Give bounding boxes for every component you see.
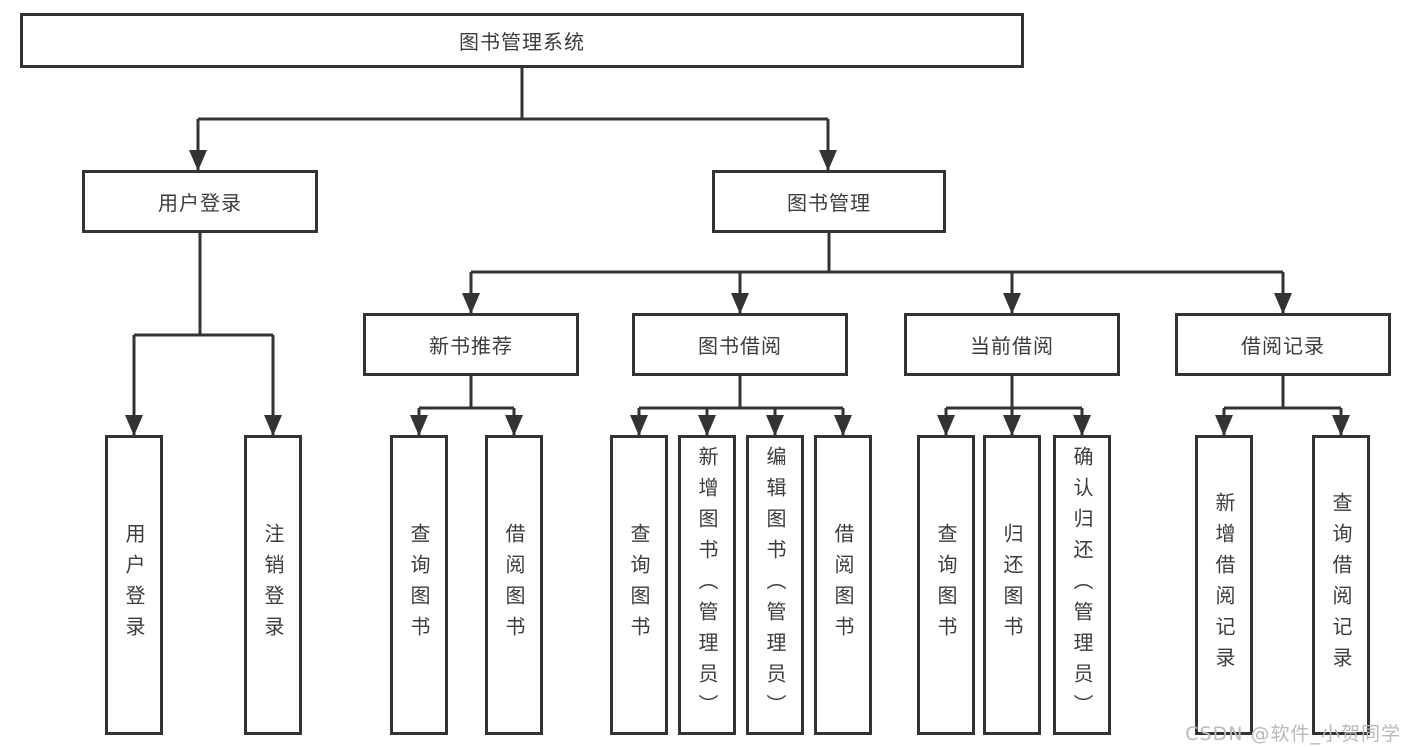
- leaf-logout: 注销登录: [244, 435, 302, 735]
- wire-management-split: [471, 233, 1283, 274]
- leaf-current-query: 查询图书: [917, 435, 975, 735]
- leaf-borrow-add-admin-label: 新增图书（管理员）: [695, 445, 719, 725]
- node-current-borrow: 当前借阅: [904, 313, 1120, 376]
- node-current-borrow-label: 当前借阅: [970, 334, 1054, 358]
- node-new-book-recommend: 新书推荐: [363, 313, 579, 376]
- leaf-user-login-label: 用户登录: [122, 523, 146, 647]
- leaf-newbook-query: 查询图书: [390, 435, 448, 735]
- leaf-borrow-add-admin: 新增图书（管理员）: [678, 435, 736, 735]
- wire-login-split: [134, 233, 273, 337]
- node-book-management-label: 图书管理: [787, 191, 871, 215]
- leaf-borrow-query: 查询图书: [610, 435, 668, 735]
- leaf-newbook-query-label: 查询图书: [407, 523, 431, 647]
- leaf-newbook-borrow: 借阅图书: [485, 435, 543, 735]
- node-user-login-branch: 用户登录: [82, 170, 318, 233]
- leaf-current-confirm-admin-label: 确认归还（管理员）: [1070, 445, 1094, 725]
- leaf-record-add-label: 新增借阅记录: [1212, 492, 1236, 678]
- node-user-login-branch-label: 用户登录: [158, 191, 242, 215]
- wire-root-split: [198, 68, 828, 121]
- leaf-logout-label: 注销登录: [261, 523, 285, 647]
- leaf-current-return-label: 归还图书: [1000, 523, 1024, 647]
- watermark: CSDN @软件_小贺同学: [1185, 723, 1401, 745]
- leaf-record-query: 查询借阅记录: [1312, 435, 1370, 735]
- leaf-record-query-label: 查询借阅记录: [1329, 492, 1353, 678]
- leaf-borrow-book-label: 借阅图书: [831, 523, 855, 647]
- leaf-borrow-edit-admin-label: 编辑图书（管理员）: [763, 445, 787, 725]
- leaf-user-login: 用户登录: [105, 435, 163, 735]
- node-book-management: 图书管理: [712, 170, 946, 233]
- leaf-borrow-book: 借阅图书: [814, 435, 872, 735]
- node-book-borrow: 图书借阅: [632, 313, 848, 376]
- wire-current-split: [946, 376, 1082, 410]
- leaf-current-confirm-admin: 确认归还（管理员）: [1053, 435, 1111, 735]
- wire-borrow-split: [639, 376, 843, 410]
- wire-record-split: [1224, 376, 1341, 410]
- leaf-current-query-label: 查询图书: [934, 523, 958, 647]
- leaf-borrow-query-label: 查询图书: [627, 523, 651, 647]
- wire-newbook-split: [419, 376, 514, 410]
- node-root: 图书管理系统: [20, 13, 1024, 68]
- node-new-book-recommend-label: 新书推荐: [429, 334, 513, 358]
- leaf-borrow-edit-admin: 编辑图书（管理员）: [746, 435, 804, 735]
- node-borrow-records-label: 借阅记录: [1241, 334, 1325, 358]
- leaf-current-return: 归还图书: [983, 435, 1041, 735]
- leaf-newbook-borrow-label: 借阅图书: [502, 523, 526, 647]
- leaf-record-add: 新增借阅记录: [1195, 435, 1253, 735]
- node-borrow-records: 借阅记录: [1175, 313, 1391, 376]
- node-root-label: 图书管理系统: [459, 30, 585, 54]
- node-book-borrow-label: 图书借阅: [698, 334, 782, 358]
